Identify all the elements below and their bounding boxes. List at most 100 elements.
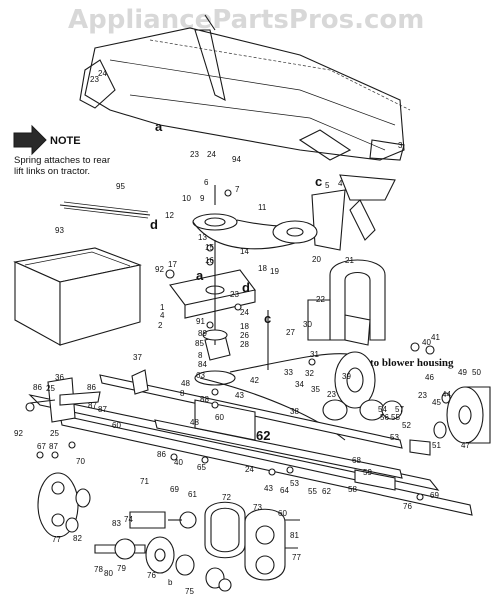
callout: 54: [378, 405, 387, 414]
callout: 47: [461, 441, 470, 450]
tractor-frame: [79, 14, 411, 251]
note-block: NOTE Spring attaches to rear lift links …: [13, 124, 110, 177]
note-title: NOTE: [50, 135, 81, 147]
callout: 20: [312, 255, 321, 264]
callout: 13: [198, 233, 207, 242]
callout: 40: [174, 458, 183, 467]
callout: 87: [88, 401, 97, 410]
callout: 86: [157, 450, 166, 459]
callout: 59: [363, 468, 372, 477]
watermark: AppliancePartsPros.com: [68, 5, 424, 35]
callout: 7: [235, 185, 240, 194]
callout: 53: [390, 433, 399, 442]
callout: 77: [52, 535, 61, 544]
callout: 24: [240, 308, 249, 317]
callout: 56: [380, 413, 389, 422]
ref-letter-d: d: [150, 217, 158, 232]
callout: 5: [325, 181, 330, 190]
gasket-and-housing: [204, 501, 300, 581]
callout: 16: [205, 256, 214, 265]
callout: 82: [73, 534, 82, 543]
callout: 25: [46, 384, 55, 393]
callout: 87: [49, 442, 58, 451]
fasteners: [25, 189, 435, 592]
callout: 76: [147, 571, 156, 580]
callout: b: [168, 578, 173, 587]
callout: 51: [432, 441, 441, 450]
gear-housing-49: [433, 386, 491, 444]
callout: 12: [165, 211, 174, 220]
callout: 49: [458, 368, 467, 377]
callout: 52: [402, 421, 411, 430]
callout: 23: [418, 391, 427, 400]
callout: 61: [188, 490, 197, 499]
callout: 9: [200, 194, 205, 203]
callout: 79: [117, 564, 126, 573]
callout: 38: [290, 407, 299, 416]
callout: 53: [290, 479, 299, 488]
callout: 74: [124, 515, 133, 524]
callout: 42: [250, 376, 259, 385]
callout: 18: [258, 264, 267, 273]
callout: 86: [33, 383, 42, 392]
callout: 32: [305, 369, 314, 378]
callout: 26: [240, 331, 249, 340]
hopper-box-93: [13, 247, 142, 346]
callout: 44: [442, 390, 451, 399]
ref-letter-d: d: [242, 280, 250, 295]
callout: 25: [50, 429, 59, 438]
callout: 76: [403, 502, 412, 511]
callout: 55: [308, 487, 317, 496]
callout: 15: [205, 243, 214, 252]
callout: 77: [292, 553, 301, 562]
callout: 60: [112, 421, 121, 430]
left-gearbox: [37, 472, 91, 538]
callout: 19: [270, 267, 279, 276]
ref-letter-c: c: [264, 311, 271, 326]
callout: 84: [198, 360, 207, 369]
callout: 46: [425, 373, 434, 382]
callout: 78: [94, 565, 103, 574]
right-arrow-icon: [13, 124, 47, 156]
callout: 58: [348, 485, 357, 494]
callout: 1: [160, 303, 165, 312]
callout: 23: [327, 390, 336, 399]
callout: 91: [196, 317, 205, 326]
callout: 87: [98, 405, 107, 414]
callout: 80: [104, 569, 113, 578]
callout: 8: [198, 351, 203, 360]
ref-letter-a: a: [155, 119, 163, 134]
callout: 4: [338, 179, 343, 188]
callout: 73: [253, 503, 262, 512]
callout: 27: [286, 328, 295, 337]
blower-pulley-39: [322, 351, 403, 421]
note-text-line1: Spring attaches to rear: [14, 155, 110, 166]
callout: 31: [310, 350, 319, 359]
spring-95: [59, 201, 151, 219]
callout: 48: [190, 418, 199, 427]
callout: 17: [168, 260, 177, 269]
ref-letter-c: c: [315, 174, 322, 189]
callout: 50: [472, 368, 481, 377]
callout: 60: [278, 509, 287, 518]
callout: 2: [158, 321, 163, 330]
shaft-and-gears: [94, 511, 225, 589]
note-text-line2: lift links on tractor.: [14, 166, 90, 177]
callout: 35: [311, 385, 320, 394]
ref-letter-a: a: [196, 268, 204, 283]
callout: 43: [264, 484, 273, 493]
callout: 81: [290, 531, 299, 540]
blower-housing-label: to blower housing: [370, 357, 454, 369]
callout: 30: [303, 320, 312, 329]
callout: 21: [345, 256, 354, 265]
side-brackets: [29, 369, 256, 441]
callout: 45: [432, 398, 441, 407]
callout: 14: [240, 247, 249, 256]
callout: 65: [197, 463, 206, 472]
callout: 70: [76, 457, 85, 466]
callout: 24: [245, 465, 254, 474]
callout: 48: [181, 379, 190, 388]
upper-pulley-belt: [192, 185, 318, 250]
callout: 88: [200, 395, 209, 404]
